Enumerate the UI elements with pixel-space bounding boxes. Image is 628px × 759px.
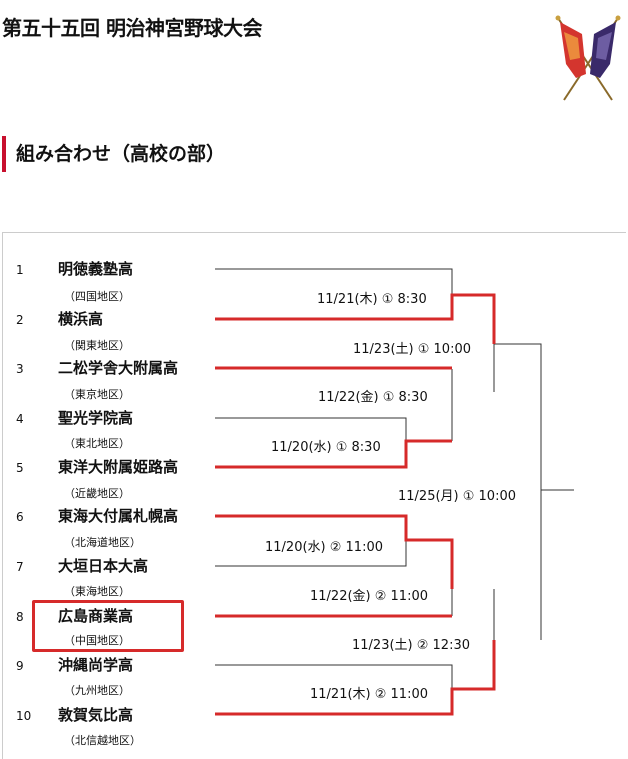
seed-number: 7 xyxy=(16,560,24,574)
team-name: 大垣日本大高 xyxy=(58,557,149,575)
team-region: （東北地区） xyxy=(64,437,130,450)
seed-number: 2 xyxy=(16,313,24,327)
match-label: 11/22(金) ② 11:00 xyxy=(310,589,428,604)
seed-number: 10 xyxy=(16,709,32,723)
match-label: 11/23(土) ② 12:30 xyxy=(352,638,470,653)
team-name: 広島商業高 xyxy=(58,607,134,625)
seed-number: 5 xyxy=(16,461,24,475)
team-region: （北海道地区） xyxy=(64,536,141,549)
crossed-flags-icon xyxy=(555,15,621,101)
team-name: 明徳義塾高 xyxy=(58,260,134,278)
team-name: 東洋大附属姫路高 xyxy=(58,458,179,476)
team-region: （北信越地区） xyxy=(64,734,141,747)
team-region: （四国地区） xyxy=(64,290,130,303)
team-name: 聖光学院高 xyxy=(58,409,134,427)
team-name: 東海大付属札幌高 xyxy=(58,507,179,525)
seed-number: 8 xyxy=(16,610,24,624)
team-region: （関東地区） xyxy=(64,339,130,352)
match-label: 11/20(水) ② 11:00 xyxy=(265,540,383,555)
seed-number: 9 xyxy=(16,659,24,673)
match-label: 11/23(土) ① 10:00 xyxy=(353,342,471,357)
tournament-bracket-frame xyxy=(2,232,626,759)
team-region: （東海地区） xyxy=(64,585,130,598)
seed-number: 1 xyxy=(16,263,24,277)
team-name: 敦賀気比高 xyxy=(58,706,134,724)
team-name: 沖縄尚学高 xyxy=(58,656,134,674)
match-label: 11/20(水) ① 8:30 xyxy=(271,440,381,455)
team-name: 二松学舎大附属高 xyxy=(58,359,179,377)
team-name: 横浜高 xyxy=(58,310,104,328)
highlight-box xyxy=(32,600,184,652)
match-label: 11/25(月) ① 10:00 xyxy=(398,489,516,504)
seed-number: 6 xyxy=(16,510,24,524)
seed-number: 3 xyxy=(16,362,24,376)
team-region: （九州地区） xyxy=(64,684,130,697)
match-label: 11/21(木) ② 11:00 xyxy=(310,687,428,702)
team-region: （中国地区） xyxy=(64,634,130,647)
page-title: 第五十五回 明治神宮野球大会 xyxy=(2,16,262,40)
match-label: 11/22(金) ① 8:30 xyxy=(318,390,428,405)
team-region: （近畿地区） xyxy=(64,487,130,500)
team-region: （東京地区） xyxy=(64,388,130,401)
match-label: 11/21(木) ① 8:30 xyxy=(317,292,427,307)
section-title: 組み合わせ（高校の部） xyxy=(2,136,336,172)
seed-number: 4 xyxy=(16,412,24,426)
